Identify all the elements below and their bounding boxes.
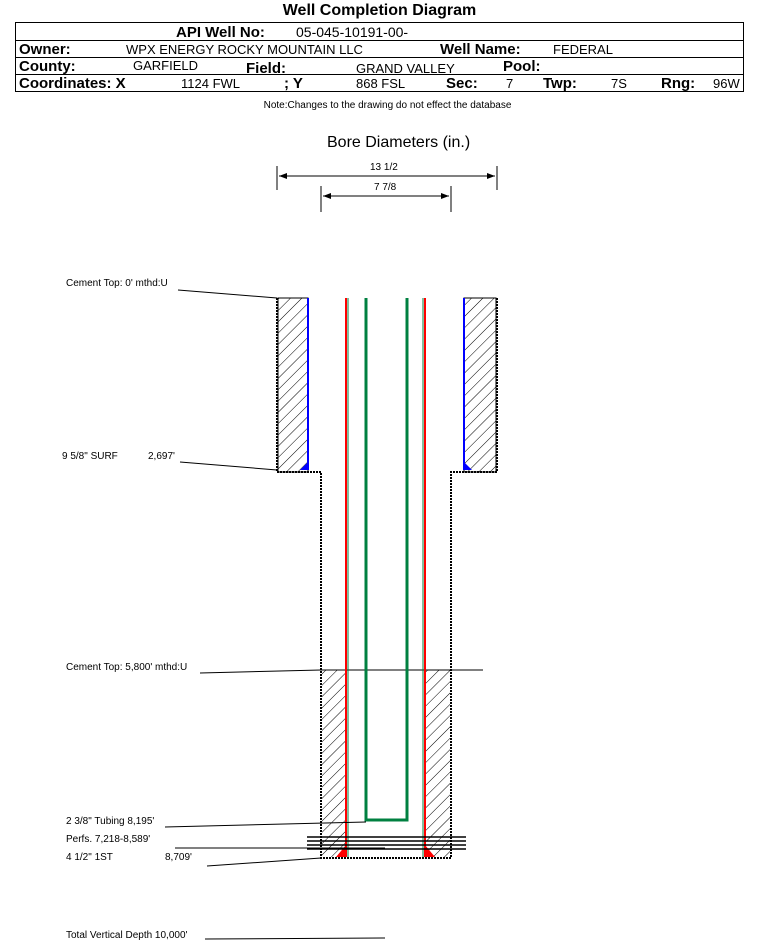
surface-cement-left	[277, 297, 309, 473]
note: Note:Changes to the drawing do not effec…	[263, 100, 512, 111]
bore-inner-diameter: 7 7/8	[374, 182, 397, 193]
field-value: GRAND VALLEY	[356, 61, 455, 76]
hole-outline	[276, 298, 498, 859]
surface-casing-label: 9 5/8" SURF	[62, 451, 118, 462]
cement-top-prod-label: Cement Top: 5,800' mthd:U	[66, 662, 188, 673]
county-row: County: GARFIELD Field: GRAND VALLEY Poo…	[16, 57, 743, 77]
tubing-label: 2 3/8" Tubing 8,195'	[66, 816, 155, 827]
api-label: API Well No:	[176, 24, 265, 41]
coordinates-row: Coordinates: X 1124 FWL ; Y 868 FSL Sec:…	[16, 74, 743, 92]
bore-dimensions	[276, 166, 498, 212]
twp-label: Twp:	[543, 75, 577, 92]
cement-top-surface-label: Cement Top: 0' mthd:U	[66, 278, 168, 289]
pool-label: Pool:	[503, 58, 541, 75]
tubing	[364, 298, 409, 822]
surface-casing-depth: 2,697'	[148, 451, 175, 462]
perforations	[307, 836, 466, 850]
sec-value: 7	[506, 76, 514, 91]
well-header-table: API Well No: 05-045-10191-00- Owner: WPX…	[15, 22, 744, 92]
sec-label: Sec:	[446, 75, 478, 92]
prod-casing-depth: 8,709'	[165, 852, 192, 863]
field-label: Field:	[246, 60, 286, 77]
well-name-value: FEDERAL	[553, 42, 613, 57]
well-name-label: Well Name:	[440, 41, 521, 58]
prod-cement-left	[322, 670, 346, 857]
county-label: County:	[19, 58, 76, 75]
tvd-label: Total Vertical Depth 10,000'	[66, 930, 188, 941]
leader-lines	[164, 289, 386, 940]
page-title: Well Completion Diagram	[282, 2, 477, 19]
coord-x-value: 1124 FWL	[181, 76, 241, 91]
prod-cement-right	[426, 670, 450, 857]
coord-x-label: Coordinates: X	[19, 75, 126, 92]
owner-value: WPX ENERGY ROCKY MOUNTAIN LLC	[126, 42, 363, 57]
api-value: 05-045-10191-00-	[296, 24, 409, 40]
surface-casing-shoe	[300, 462, 472, 470]
owner-row: Owner: WPX ENERGY ROCKY MOUNTAIN LLC Wel…	[16, 40, 743, 58]
perfs-label: Perfs. 7,218-8,589'	[66, 834, 151, 845]
coord-y-label: ; Y	[284, 75, 303, 92]
county-value: GARFIELD	[133, 58, 199, 73]
owner-label: Owner:	[19, 41, 71, 58]
bore-title: Bore Diameters (in.)	[327, 134, 471, 151]
coord-y-value: 868 FSL	[356, 76, 406, 91]
prod-casing-label: 4 1/2" 1ST	[66, 852, 113, 863]
rng-value: 96W	[713, 76, 740, 91]
production-casing	[336, 298, 435, 857]
bore-outer-diameter: 13 1/2	[370, 162, 398, 173]
surface-cement-right	[463, 297, 497, 473]
rng-label: Rng:	[661, 75, 696, 92]
twp-value: 7S	[611, 76, 627, 91]
